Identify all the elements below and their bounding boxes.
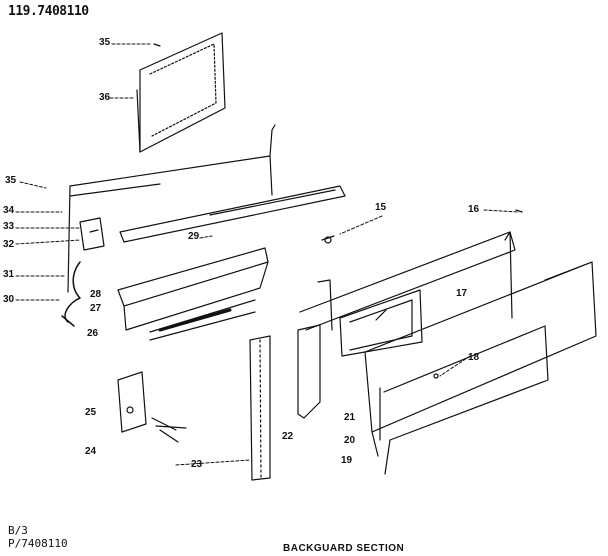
model-number: 119.7408110 xyxy=(8,4,89,19)
callout-15: 15 xyxy=(375,202,387,213)
leader-lines xyxy=(15,43,519,466)
part-22-side-piece xyxy=(297,279,333,419)
callout-35-top: 35 xyxy=(99,37,111,48)
callout-20: 20 xyxy=(344,435,356,446)
part-18-glass-frame xyxy=(364,261,597,475)
callout-19: 19 xyxy=(341,455,353,466)
part-34-backguard-body xyxy=(67,124,276,293)
callout-24: 24 xyxy=(85,446,97,457)
callout-30: 30 xyxy=(3,294,15,305)
part-29-trim-strip xyxy=(119,185,346,243)
part-26-control-housing xyxy=(117,247,269,341)
callout-32: 32 xyxy=(3,239,15,250)
callout-18: 18 xyxy=(468,352,480,363)
callout-21: 21 xyxy=(344,412,356,423)
callout-29: 29 xyxy=(188,231,200,242)
callout-23: 23 xyxy=(191,459,203,470)
small-hardware xyxy=(153,43,523,379)
callout-17: 17 xyxy=(456,288,468,299)
part-36-panel xyxy=(136,32,226,153)
callout-35-side: 35 xyxy=(5,175,17,186)
part-30-wire xyxy=(61,261,81,327)
callout-25: 25 xyxy=(85,407,97,418)
part-25-end-cap xyxy=(117,371,187,443)
part-17-faceplate xyxy=(299,231,516,357)
callout-16: 16 xyxy=(468,204,480,215)
callout-36: 36 xyxy=(99,92,111,103)
section-title: BACKGUARD SECTION xyxy=(283,543,405,554)
callout-33: 33 xyxy=(3,221,15,232)
part-23-vertical-strip xyxy=(249,335,271,481)
part-reference: P/7408110 xyxy=(8,537,68,550)
callout-28: 28 xyxy=(90,289,102,300)
sheet-number: B/3 xyxy=(8,524,28,537)
callout-34: 34 xyxy=(3,205,15,216)
callout-31: 31 xyxy=(3,269,15,280)
part-16-rail xyxy=(504,231,513,319)
callout-27: 27 xyxy=(90,303,102,314)
part-32-bracket xyxy=(79,217,105,251)
callout-22: 22 xyxy=(282,431,294,442)
callout-26: 26 xyxy=(87,328,99,339)
